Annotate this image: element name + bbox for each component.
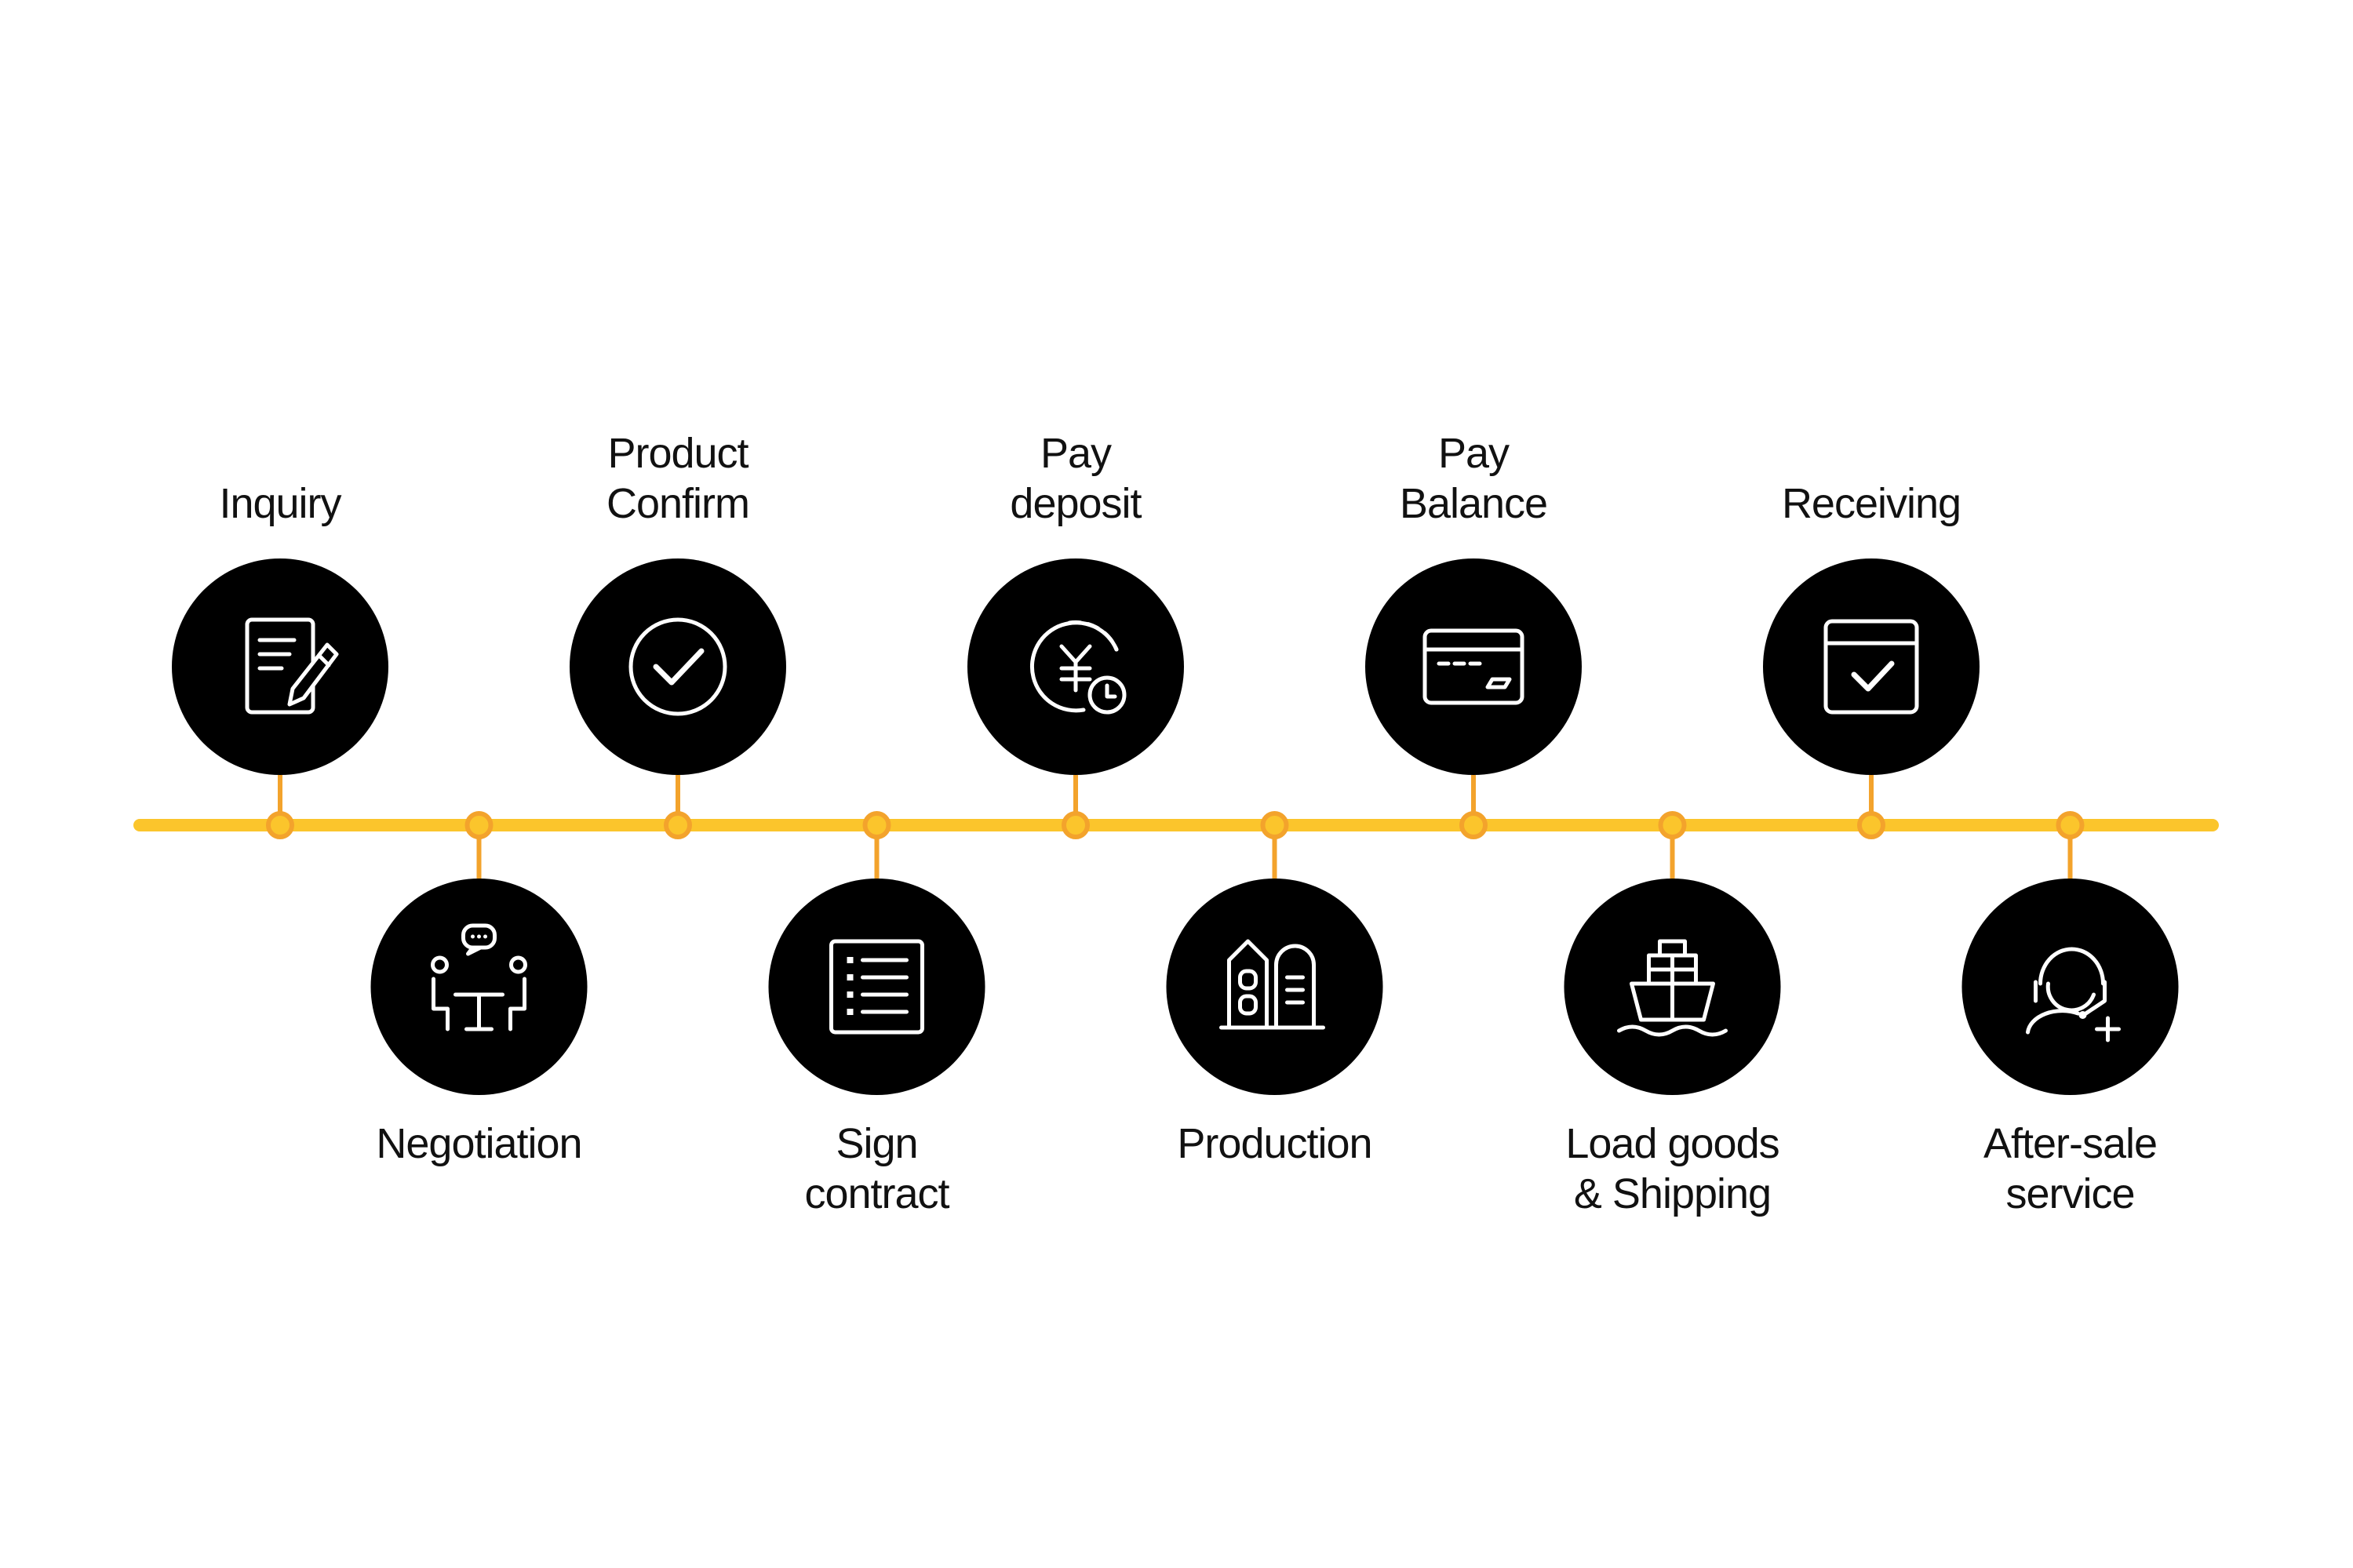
list-document-icon [829, 939, 924, 1035]
factory-buildings-icon [1219, 939, 1325, 1030]
timeline-node-3 [664, 811, 692, 839]
step-circle-9 [1763, 558, 1980, 775]
step-circle-3 [570, 558, 786, 775]
meeting-table-icon [431, 923, 527, 1031]
check-circle-icon [628, 617, 727, 716]
timeline-node-8 [1658, 811, 1687, 839]
step-label-8: Load goods & Shipping [1565, 1120, 1779, 1217]
step-label-6: Production [1177, 1120, 1372, 1167]
timeline-node-1 [266, 811, 294, 839]
timeline-node-10 [2056, 811, 2085, 839]
box-check-icon [1823, 619, 1919, 715]
step-circle-2 [370, 879, 588, 1095]
timeline-node-4 [862, 811, 891, 839]
yen-clock-icon [1029, 620, 1127, 715]
timeline-node-7 [1459, 811, 1488, 839]
step-label-10: After-sale service [1983, 1120, 2158, 1217]
timeline-node-5 [1062, 811, 1090, 839]
step-label-3: Product Confirm [606, 430, 750, 527]
step-circle-7 [1365, 558, 1582, 775]
step-label-1: Inquiry [219, 480, 341, 527]
step-label-9: Receiving [1781, 480, 1961, 527]
timeline-node-2 [464, 811, 494, 839]
ship-icon [1617, 939, 1728, 1037]
step-label-4: Sign contract [804, 1120, 949, 1217]
step-circle-4 [768, 879, 985, 1095]
credit-card-icon [1422, 628, 1524, 705]
timeline-node-9 [1857, 811, 1885, 839]
step-label-5: Pay deposit [1010, 430, 1142, 527]
document-pen-icon [245, 617, 339, 715]
timeline-node-6 [1260, 811, 1289, 839]
step-label-7: Pay Balance [1399, 430, 1548, 527]
step-label-2: Negotiation [376, 1120, 582, 1167]
step-circle-10 [1961, 879, 2179, 1095]
headset-support-icon [2026, 947, 2121, 1042]
